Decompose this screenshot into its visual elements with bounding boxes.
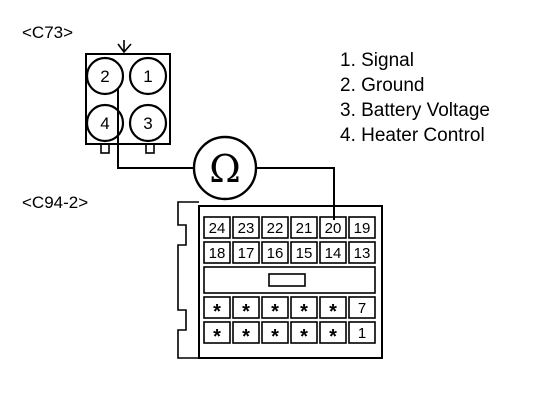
- c94-unused-pin: *: [271, 326, 279, 348]
- c94-pin-15: 15: [296, 245, 313, 262]
- c94-pin-1: 1: [358, 325, 366, 342]
- pin-legend: 1. Signal 2. Ground 3. Battery Voltage 4…: [340, 50, 490, 146]
- lead-to-c94-pin-20: [257, 167, 335, 220]
- c94-pin-18: 18: [209, 245, 226, 262]
- c94-unused-pin: *: [271, 301, 279, 323]
- c94-pin-16: 16: [267, 245, 284, 262]
- c94-pin-21: 21: [296, 220, 313, 237]
- test-leads: [117, 88, 335, 220]
- c94-row-5: * * * * * 1: [203, 321, 376, 348]
- c94-unused-pin: *: [300, 326, 308, 348]
- c94-pin-22: 22: [267, 220, 284, 237]
- c73-pin-3: 3: [143, 114, 152, 133]
- legend-item-1: 1. Signal: [340, 50, 414, 71]
- c94-row-4: * * * * * 7: [203, 296, 376, 323]
- c94-pin-24: 24: [209, 220, 226, 237]
- c94-label: <C94-2>: [22, 193, 88, 212]
- c94-pin-14: 14: [325, 245, 342, 262]
- c94-row-1: 24 23 22 21 20 19: [203, 216, 376, 239]
- c73-pin-2: 2: [100, 67, 109, 86]
- legend-item-4: 4. Heater Control: [340, 125, 485, 146]
- c94-pin-7: 7: [358, 300, 366, 317]
- c94-pin-17: 17: [238, 245, 255, 262]
- ohm-symbol-icon: Ω: [209, 147, 241, 191]
- c73-connector: 2 1 4 3: [85, 40, 171, 154]
- c73-cavity-4: [85, 103, 125, 143]
- c94-unused-pin: *: [329, 301, 337, 323]
- c94-unused-pin: *: [242, 301, 250, 323]
- c94-unused-pin: *: [242, 326, 250, 348]
- legend-item-2: 2. Ground: [340, 75, 425, 96]
- ohmmeter: Ω: [192, 135, 258, 201]
- c94-pin-23: 23: [238, 220, 255, 237]
- c94-unused-pin: *: [300, 301, 308, 323]
- c73-pin-4: 4: [100, 114, 109, 133]
- ohmmeter-body: [192, 135, 258, 201]
- c94-unused-pin: *: [213, 326, 221, 348]
- c94-pin-19: 19: [354, 220, 371, 237]
- lead-to-c73-pin-2: [117, 88, 193, 169]
- c73-cavity-2: [85, 56, 125, 96]
- c73-cavity-3: [128, 103, 168, 143]
- c94-unused-pin: *: [213, 301, 221, 323]
- c94-pin-13: 13: [354, 245, 371, 262]
- c94-row-2: 18 17 16 15 14 13: [203, 241, 376, 264]
- c73-cavity-1: [128, 56, 168, 96]
- c94-connector: 24 23 22 21 20 19 18 17 16 15 14 13: [177, 201, 383, 359]
- c94-pin-20: 20: [325, 220, 342, 237]
- c73-pin-1: 1: [143, 67, 152, 86]
- c94-key-slot: [268, 273, 306, 287]
- c94-unused-pin: *: [329, 326, 337, 348]
- c73-label: <C73>: [22, 23, 73, 42]
- c94-key-row: [203, 266, 376, 294]
- legend-item-3: 3. Battery Voltage: [340, 100, 490, 121]
